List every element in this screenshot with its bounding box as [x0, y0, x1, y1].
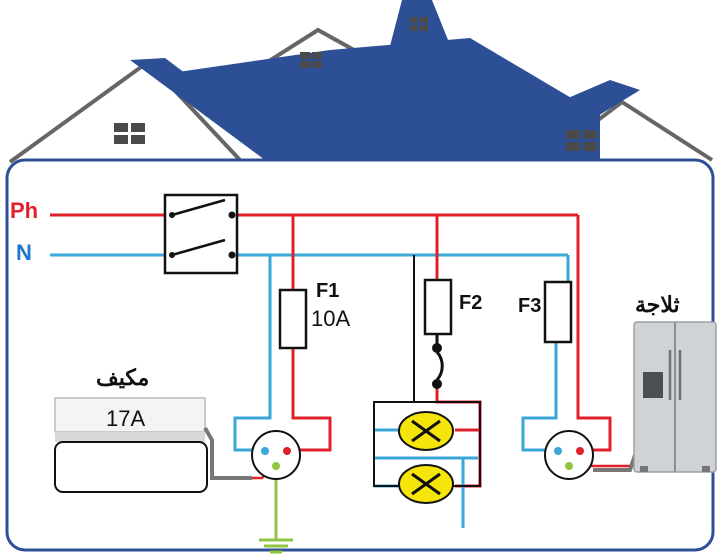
refrigerator-label: ثلاجة [635, 292, 680, 317]
fuse-f2 [423, 278, 453, 336]
refrigerator-icon [633, 321, 717, 473]
air-conditioner-rating: 17A [106, 406, 146, 431]
fridge-socket [544, 430, 594, 480]
lamp-icon [398, 464, 454, 504]
lamp-icon [398, 411, 454, 451]
fuse-f3-label: F3 [518, 295, 542, 317]
phase-label: Ph [10, 198, 39, 223]
fuse-f1-rating: 10A [311, 306, 351, 331]
light-switch-icon [432, 343, 444, 389]
fuse-f1 [278, 288, 308, 350]
fuse-f3 [543, 280, 573, 344]
fuse-f1-label: F1 [316, 280, 340, 302]
fridge-circuit [521, 215, 630, 468]
air-conditioner-icon [54, 397, 252, 493]
house-roof [8, 0, 714, 164]
neutral-label: N [16, 240, 32, 265]
ac-socket [251, 430, 301, 480]
fuse-f2-label: F2 [459, 292, 483, 314]
main-switch [163, 193, 239, 275]
air-conditioner-label: مكيف [96, 365, 150, 390]
earth-icon [259, 538, 293, 554]
